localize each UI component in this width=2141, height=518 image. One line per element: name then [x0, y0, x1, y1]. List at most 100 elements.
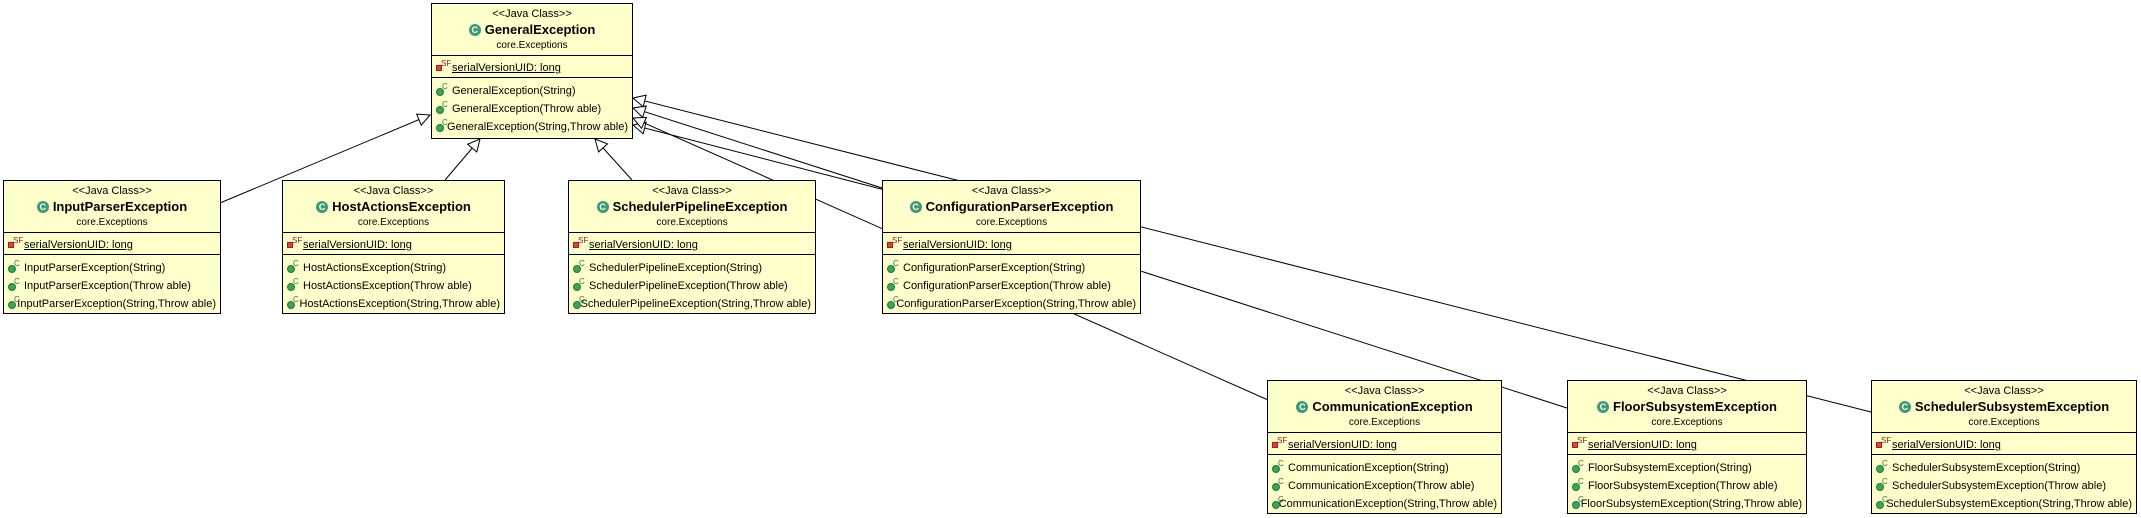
- class-header: <<Java Class>> C HostActionsException co…: [283, 181, 504, 233]
- method-label: CommunicationException(Throw able): [1288, 480, 1475, 492]
- class-name-text: GeneralException: [484, 22, 596, 37]
- stereotype: <<Java Class>>: [492, 8, 572, 20]
- constructor-icon: C: [1876, 477, 1890, 493]
- method-label: ConfigurationParserException(Throw able): [903, 280, 1111, 292]
- class-box-configuration-parser-exception[interactable]: <<Java Class>> C ConfigurationParserExce…: [882, 180, 1141, 314]
- constructor-icon: C: [573, 277, 587, 293]
- field-label: serialVersionUID: long: [1892, 439, 2001, 451]
- constructor-icon: C: [1572, 495, 1584, 511]
- package-name: core.Exceptions: [357, 217, 430, 228]
- method-label: FloorSubsystemException(Throw able): [1588, 480, 1778, 492]
- field-label: serialVersionUID: long: [1588, 439, 1697, 451]
- stereotype: <<Java Class>>: [353, 185, 434, 197]
- constructor-icon: C: [436, 100, 450, 116]
- static-final-field-icon: SF: [1572, 436, 1587, 452]
- package-name: core.Exceptions: [76, 217, 148, 228]
- constructor-icon: C: [436, 118, 448, 134]
- constructor-icon: C: [887, 277, 901, 293]
- constructor-icon: C: [1272, 477, 1286, 493]
- field-row: SF serialVersionUID: long: [887, 236, 1136, 254]
- inheritance-line-scheduler-pipeline: [595, 139, 633, 181]
- class-name: C GeneralException: [432, 21, 632, 39]
- constructor-icon: C: [1272, 495, 1284, 511]
- inheritance-line-scheduler-subsystem: [633, 98, 1872, 413]
- static-final-field-icon: SF: [887, 236, 902, 252]
- method-label: ConfigurationParserException(String): [903, 262, 1086, 274]
- constructor-icon: C: [8, 277, 22, 293]
- method-label: CommunicationException(String,Throw able…: [1278, 498, 1497, 510]
- class-icon: C: [468, 24, 481, 36]
- inheritance-line-input-parser: [219, 115, 430, 204]
- class-box-general-exception[interactable]: <<Java Class>> C GeneralException core.E…: [431, 3, 633, 139]
- stereotype: <<Java Class>>: [1647, 385, 1727, 397]
- package-name: core.Exceptions: [1968, 417, 2040, 428]
- package-name: core.Exceptions: [656, 217, 728, 228]
- field-label: serialVersionUID: long: [589, 239, 698, 251]
- method-label: SchedulerSubsystemException(String,Throw…: [1886, 498, 2132, 510]
- static-final-field-icon: SF: [287, 236, 302, 252]
- method-label: SchedulerSubsystemException(Throw able): [1892, 480, 2106, 492]
- class-box-host-actions-exception[interactable]: <<Java Class>> C HostActionsException co…: [282, 180, 505, 314]
- class-icon: C: [596, 201, 609, 213]
- class-header: <<Java Class>> C GeneralException core.E…: [432, 4, 632, 56]
- class-icon: C: [316, 201, 329, 213]
- class-name: C SchedulerSubsystemException: [1872, 398, 2136, 416]
- class-icon: C: [1898, 401, 1911, 413]
- field-row: SF serialVersionUID: long: [436, 59, 628, 77]
- constructor-icon: C: [1572, 477, 1586, 493]
- class-box-communication-exception[interactable]: <<Java Class>> C CommunicationException …: [1267, 380, 1502, 514]
- fields-compartment: SF serialVersionUID: long: [432, 56, 632, 78]
- class-box-scheduler-subsystem-exception[interactable]: <<Java Class>> C SchedulerSubsystemExcep…: [1871, 380, 2137, 514]
- class-header: <<Java Class>> C SchedulerSubsystemExcep…: [1872, 381, 2136, 433]
- class-name-text: HostActionsException: [332, 199, 471, 214]
- method-label: CommunicationException(String): [1288, 462, 1449, 474]
- stereotype: <<Java Class>>: [971, 185, 1052, 197]
- class-name-text: SchedulerPipelineException: [612, 199, 788, 214]
- class-header: <<Java Class>> C CommunicationException …: [1268, 381, 1501, 433]
- method-label: FloorSubsystemException(String): [1588, 462, 1752, 474]
- field-label: serialVersionUID: long: [452, 62, 561, 74]
- method-label: SchedulerPipelineException(String,Throw …: [580, 298, 811, 310]
- method-label: GeneralException(String): [452, 85, 576, 97]
- class-header: <<Java Class>> C ConfigurationParserExce…: [883, 181, 1140, 233]
- method-label: HostActionsException(String): [303, 262, 447, 274]
- inheritance-line-host-actions: [444, 139, 480, 181]
- constructor-icon: C: [1876, 495, 1888, 511]
- class-name: C SchedulerPipelineException: [569, 198, 815, 216]
- constructor-icon: C: [1572, 459, 1586, 475]
- fields-compartment: SF serialVersionUID: long: [1568, 433, 1806, 455]
- method-label: InputParserException(String): [24, 262, 166, 274]
- method-label: SchedulerPipelineException(String): [589, 262, 763, 274]
- class-box-input-parser-exception[interactable]: <<Java Class>> C InputParserException co…: [3, 180, 221, 314]
- constructor-icon: C: [1876, 459, 1890, 475]
- constructor-icon: C: [287, 295, 299, 311]
- method-label: InputParserException(Throw able): [24, 280, 191, 292]
- inheritance-line-configuration-parser: [633, 125, 886, 191]
- stereotype: <<Java Class>>: [1344, 385, 1425, 397]
- class-box-scheduler-pipeline-exception[interactable]: <<Java Class>> C SchedulerPipelineExcept…: [568, 180, 816, 314]
- class-name: C HostActionsException: [283, 198, 504, 216]
- class-name: C CommunicationException: [1268, 398, 1501, 416]
- field-row: SF serialVersionUID: long: [1876, 436, 2132, 454]
- fields-compartment: SF serialVersionUID: long: [283, 233, 504, 255]
- class-name-text: SchedulerSubsystemException: [1914, 399, 2110, 414]
- constructor-icon: C: [287, 277, 301, 293]
- class-icon: C: [909, 201, 922, 213]
- class-box-floor-subsystem-exception[interactable]: <<Java Class>> C FloorSubsystemException…: [1567, 380, 1807, 514]
- static-final-field-icon: SF: [1876, 436, 1891, 452]
